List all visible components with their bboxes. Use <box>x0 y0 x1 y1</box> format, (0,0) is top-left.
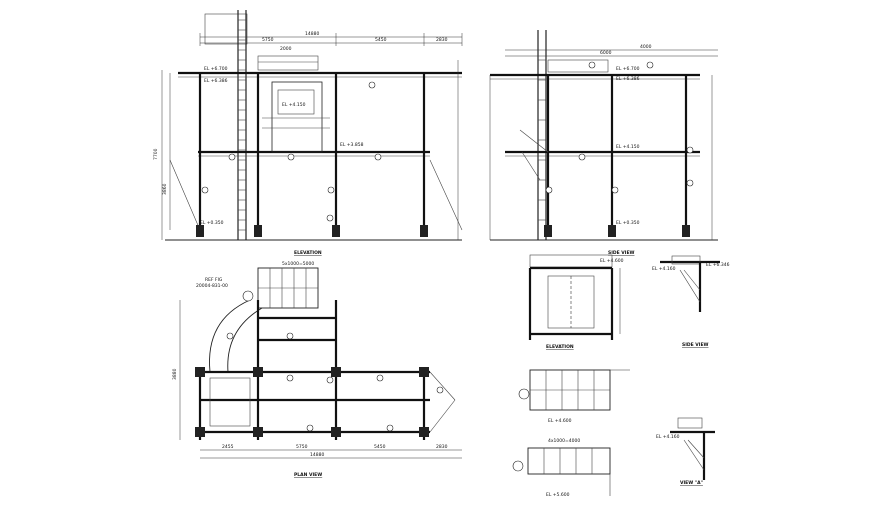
dim-plan-3880: 3880 <box>172 368 178 380</box>
label-el-6700: EL +6.700 <box>204 66 228 72</box>
bottom-plan-view: 4x1000=4000 EL +5.600 <box>512 438 611 498</box>
plan-view: 5x1000=5000 REF FIG 20004-831-00 <box>172 261 462 478</box>
dim-plan-total: 14880 <box>310 452 324 458</box>
label-el-5600: EL +5.600 <box>546 492 570 498</box>
mid-plan-view: EL +4.600 <box>518 369 630 424</box>
dim-height-7700: 7700 <box>153 148 159 160</box>
label-side-el-0350: EL +0.350 <box>616 220 640 226</box>
dim-plan-4x1000: 4x1000=4000 <box>548 438 580 444</box>
dim-plan-5x1000: 5x1000=5000 <box>282 261 314 267</box>
dim-ladder-2000: 2000 <box>280 46 292 52</box>
dim-top-bay3: 2830 <box>436 37 448 43</box>
dim-plan-5750: 5750 <box>296 444 308 450</box>
note-ref-fig: REF FIG <box>205 277 223 283</box>
label-side-el-6700: EL +6.700 <box>616 66 640 72</box>
title-plan-view: PLAN VIEW <box>294 472 322 478</box>
title-side-view-small: SIDE VIEW <box>682 342 709 348</box>
view-a: EL +4.160 VIEW "A" <box>656 417 715 486</box>
label-side-el-4150: EL +4.150 <box>616 144 640 150</box>
label-el-6346: EL +6.346 <box>706 262 730 268</box>
dim-top-total: 14880 <box>305 31 319 37</box>
dim-side-6000: 6000 <box>600 50 612 56</box>
label-side-el-6386: EL +6.386 <box>616 76 640 82</box>
title-view-a: VIEW "A" <box>680 480 703 486</box>
label-el-4600: EL +4.600 <box>600 258 624 264</box>
title-side-view: SIDE VIEW <box>608 250 635 256</box>
label-view-a-el: EL +4.160 <box>656 434 680 440</box>
elevation-small-view: EL +4.600 ELEVATION <box>528 254 624 350</box>
label-mid-el-4600: EL +4.600 <box>548 418 572 424</box>
title-elevation-main: ELEVATION <box>294 250 322 256</box>
dim-plan-5450: 5450 <box>374 444 386 450</box>
side-view: 4000 6000 EL +6.700 EL +6.386 EL +4.150 … <box>489 30 718 256</box>
label-el-4160: EL +4.160 <box>652 266 676 272</box>
dim-plan-2830: 2830 <box>436 444 448 450</box>
dim-side-4000: 4000 <box>640 44 652 50</box>
side-view-small: EL +4.160 EL +6.346 SIDE VIEW <box>652 255 730 348</box>
dim-height-3860: 3860 <box>162 183 168 195</box>
dim-plan-2455: 2455 <box>222 444 234 450</box>
elevation-main-view: 14880 5750 5450 2830 2000 EL +4.150 <box>153 10 463 256</box>
label-el-4150: EL +4.150 <box>282 102 306 108</box>
title-elevation-small: ELEVATION <box>546 344 574 350</box>
label-el-6386: EL +6.386 <box>204 78 228 84</box>
dim-top-bay2: 5450 <box>375 37 387 43</box>
label-el-0350: EL +0.350 <box>200 220 224 226</box>
dim-top-bay1: 5750 <box>262 37 274 43</box>
label-el-3858: EL +3.858 <box>340 142 364 148</box>
note-ref-code: 20004-831-00 <box>196 283 228 289</box>
